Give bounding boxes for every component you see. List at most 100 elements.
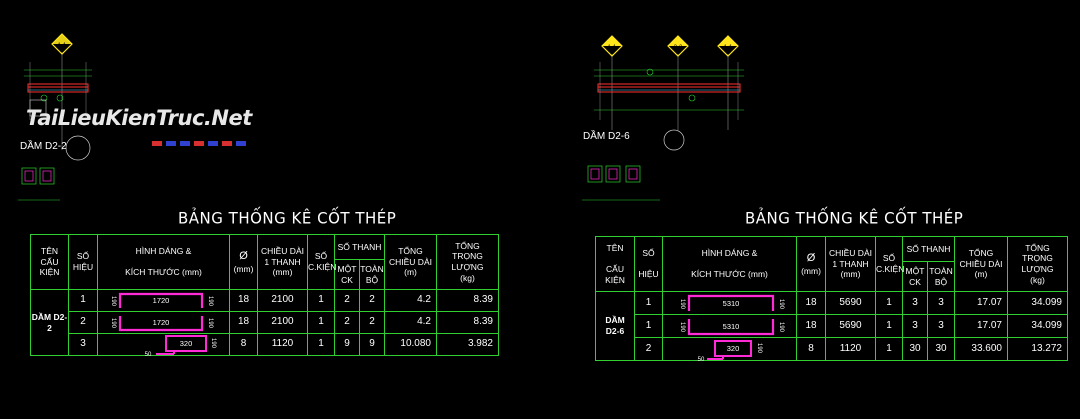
- section-marker-label: 1-1: [724, 45, 733, 51]
- header-phi: Ø(mm): [229, 234, 258, 290]
- cell-tong-dai: 17.07: [954, 291, 1008, 315]
- cell-phi: 18: [796, 291, 826, 315]
- table-row: 1 5310 190 190 18 5690 1 3 3 17.07 34.09…: [596, 314, 1068, 338]
- cell-tong-tl: 3.982: [436, 333, 499, 356]
- cell-tong-dai: 4.2: [384, 311, 437, 334]
- svg-text:190: 190: [110, 296, 116, 307]
- cell-mot: 30: [902, 337, 928, 361]
- svg-text:50: 50: [145, 352, 152, 356]
- section-marker-label: 1-1: [58, 43, 67, 49]
- svg-text:5310: 5310: [723, 299, 740, 308]
- cell-len: 5690: [825, 314, 876, 338]
- cell-toan: 3: [927, 314, 955, 338]
- svg-text:190: 190: [756, 343, 762, 354]
- header-phi: Ø(mm): [796, 236, 826, 292]
- svg-text:1720: 1720: [153, 318, 170, 327]
- rebar-stirrup-shape: 320 190 50: [662, 337, 797, 361]
- cell-tong-tl: 34.099: [1007, 291, 1068, 315]
- cell-mot: 2: [334, 311, 360, 334]
- svg-text:190: 190: [778, 299, 784, 310]
- cell-tong-tl: 8.39: [436, 289, 499, 312]
- cell-toan: 9: [359, 333, 385, 356]
- beam-drawing-left: 1-1: [18, 33, 92, 201]
- svg-text:190: 190: [679, 322, 685, 333]
- header-so-thanh: SỐ THANH: [334, 234, 385, 260]
- rebar-bar-shape: 5310 190 190: [662, 314, 797, 338]
- table-row: 3 320 190 50 8 1120 1 9 9 10.080 3.982: [31, 333, 499, 356]
- cell-so-hieu: 3: [68, 333, 98, 356]
- cell-so-hieu: 1: [68, 289, 98, 312]
- cell-len: 1120: [825, 337, 876, 361]
- cell-len: 5690: [825, 291, 876, 315]
- cell-tong-dai: 4.2: [384, 289, 437, 312]
- cell-so-hieu: 1: [634, 314, 663, 338]
- svg-text:190: 190: [207, 318, 213, 329]
- cell-mot: 9: [334, 333, 360, 356]
- header-hinh-dang: HÌNH DÁNG &KÍCH THƯỚC (mm): [662, 236, 797, 292]
- cell-toan: 2: [359, 311, 385, 334]
- beam-drawing-right: 1-1 2-2 1-1: [582, 35, 744, 201]
- cell-mot: 3: [902, 314, 928, 338]
- svg-text:190: 190: [207, 296, 213, 307]
- section-marker-icon: 2-2: [667, 35, 689, 130]
- beam-label: DẦM D2-6: [583, 131, 630, 142]
- svg-text:1720: 1720: [153, 296, 170, 305]
- cell-sock: 1: [875, 291, 903, 315]
- cell-tong-tl: 34.099: [1007, 314, 1068, 338]
- cell-phi: 8: [229, 333, 258, 356]
- rebar-bar-shape: 1720 190 190: [97, 289, 230, 312]
- svg-text:190: 190: [778, 322, 784, 333]
- rebar-bar-shape: 1720 190 190: [97, 311, 230, 334]
- cell-so-hieu: 2: [68, 311, 98, 334]
- table-row: DẦM D2-2 1 1720 190 190 18 2100 1 2 2 4.…: [30, 289, 499, 356]
- cell-tong-dai: 17.07: [954, 314, 1008, 338]
- cell-mot: 3: [902, 291, 928, 315]
- cell-toan: 3: [927, 291, 955, 315]
- cell-phi: 18: [796, 314, 826, 338]
- table-title: BẢNG THỐNG KÊ CỐT THÉP: [178, 208, 397, 228]
- table-row: 2 320 190 50 8 1120 1 30 30 33.600 13.27…: [596, 337, 1068, 361]
- cell-len: 2100: [257, 311, 308, 334]
- svg-text:190: 190: [210, 338, 216, 349]
- header-hinh-dang: HÌNH DÁNG &KÍCH THƯỚC (mm): [97, 234, 230, 290]
- cell-sock: 1: [307, 333, 335, 356]
- cell-toan: 30: [927, 337, 955, 361]
- table-row: 2 1720 190 190 18 2100 1 2 2 4.2 8.39: [31, 311, 499, 334]
- svg-text:5310: 5310: [723, 322, 740, 331]
- watermark: TaiLieuKienTruc.Net: [26, 106, 252, 130]
- section-marker-icon: 1-1: [717, 35, 739, 130]
- cell-len: 1120: [257, 333, 308, 356]
- rebar-bar-shape: 5310 190 190: [662, 291, 797, 315]
- cell-sock: 1: [875, 337, 903, 361]
- cell-toan: 2: [359, 289, 385, 312]
- watermark-dots-icon: [152, 141, 246, 146]
- cell-mot: 2: [334, 289, 360, 312]
- rebar-stirrup-shape: 320 190 50: [97, 333, 230, 356]
- header-so-thanh: SỐ THANH: [902, 236, 955, 262]
- svg-text:320: 320: [180, 339, 193, 348]
- cell-so-hieu: 1: [634, 291, 663, 315]
- cell-tong-dai: 10.080: [384, 333, 437, 356]
- cell-tong-tl: 13.272: [1007, 337, 1068, 361]
- cell-phi: 8: [796, 337, 826, 361]
- table-title: BẢNG THỐNG KÊ CỐT THÉP: [745, 208, 964, 228]
- section-marker-label: 2-2: [674, 45, 683, 51]
- svg-text:190: 190: [110, 318, 116, 329]
